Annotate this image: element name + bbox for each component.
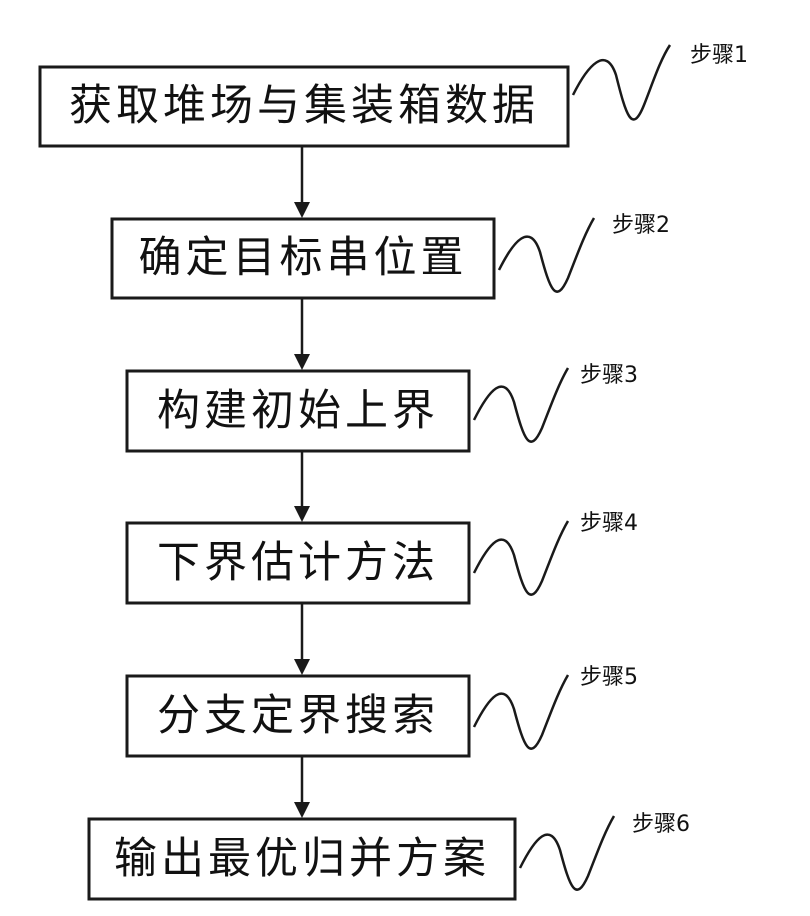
step-1-text: 获取堆场与集装箱数据 [69,81,539,131]
step-6-leader [520,816,614,890]
step-6-text: 输出最优归并方案 [114,834,490,884]
step-1-tag: 步骤1 [690,43,748,68]
step-3-tag: 步骤3 [580,363,638,388]
step-2-tag: 步骤2 [612,213,670,238]
step-5-text: 分支定界搜索 [157,691,439,741]
step-4-leader [474,521,568,595]
step-5: 分支定界搜索 步骤5 [127,665,638,756]
step-3-leader [474,368,568,442]
step-6-tag: 步骤6 [632,812,690,837]
step-4-tag: 步骤4 [580,511,638,536]
step-2: 确定目标串位置 步骤2 [112,213,670,298]
arrow-1-2 [294,146,310,218]
step-3: 构建初始上界 步骤3 [127,363,638,451]
arrow-2-3 [294,298,310,370]
step-6: 输出最优归并方案 步骤6 [89,812,690,899]
step-4: 下界估计方法 步骤4 [127,511,638,603]
arrow-5-6 [294,756,310,818]
step-5-leader [474,675,568,749]
step-2-leader [499,218,594,292]
arrow-4-5 [294,603,310,675]
step-1: 获取堆场与集装箱数据 步骤1 [40,43,748,146]
arrow-3-4 [294,451,310,522]
step-3-text: 构建初始上界 [157,386,439,436]
step-1-leader [573,45,670,119]
step-2-text: 确定目标串位置 [139,233,468,283]
step-5-tag: 步骤5 [580,665,638,690]
step-4-text: 下界估计方法 [157,538,439,588]
